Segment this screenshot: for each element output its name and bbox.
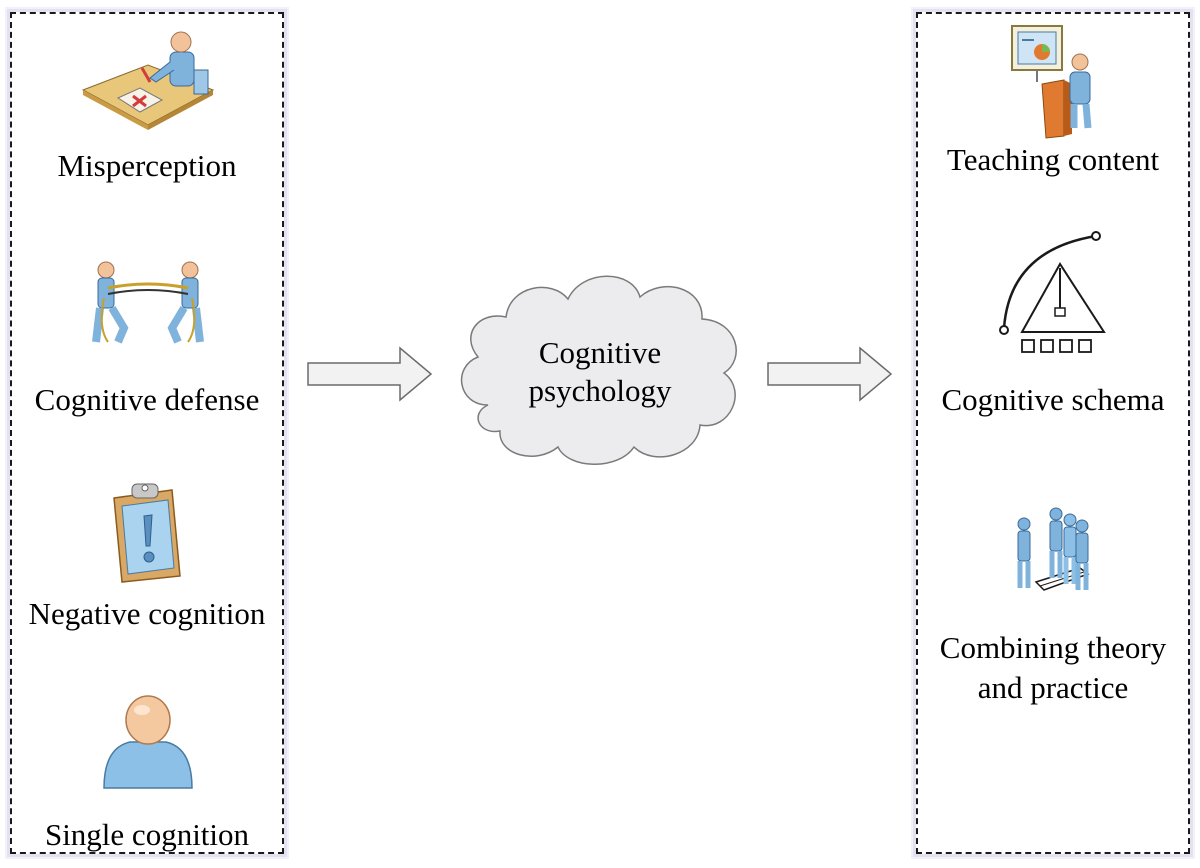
cognitive-defense-label: Cognitive defense bbox=[34, 382, 260, 417]
misperception-label: Misperception bbox=[57, 148, 237, 183]
right-arrow bbox=[767, 346, 893, 402]
left-panel bbox=[10, 12, 284, 854]
negative-cognition-label: Negative cognition bbox=[28, 596, 266, 631]
cloud-text-line1: Cognitive bbox=[538, 335, 662, 370]
warning-clipboard-icon bbox=[113, 483, 181, 583]
left-arrow bbox=[307, 346, 433, 402]
teaching-content-label: Teaching content bbox=[946, 142, 1160, 177]
person-icon bbox=[103, 695, 193, 789]
combining-theory-label-line2: and practice bbox=[977, 670, 1129, 705]
right-panel bbox=[916, 12, 1190, 854]
group-people-icon bbox=[1017, 507, 1090, 591]
tug-of-war-icon bbox=[92, 261, 204, 344]
desk-worker-icon bbox=[81, 31, 215, 130]
combining-theory-label-line1: Combining theory bbox=[939, 630, 1167, 665]
cloud-text-line2: psychology bbox=[528, 373, 672, 408]
cognitive-psychology-cloud bbox=[460, 275, 737, 465]
cognitive-schema-label: Cognitive schema bbox=[941, 382, 1165, 417]
single-cognition-label: Single cognition bbox=[44, 817, 250, 852]
schema-gauge-icon bbox=[999, 231, 1106, 353]
presenter-icon bbox=[1011, 25, 1092, 139]
